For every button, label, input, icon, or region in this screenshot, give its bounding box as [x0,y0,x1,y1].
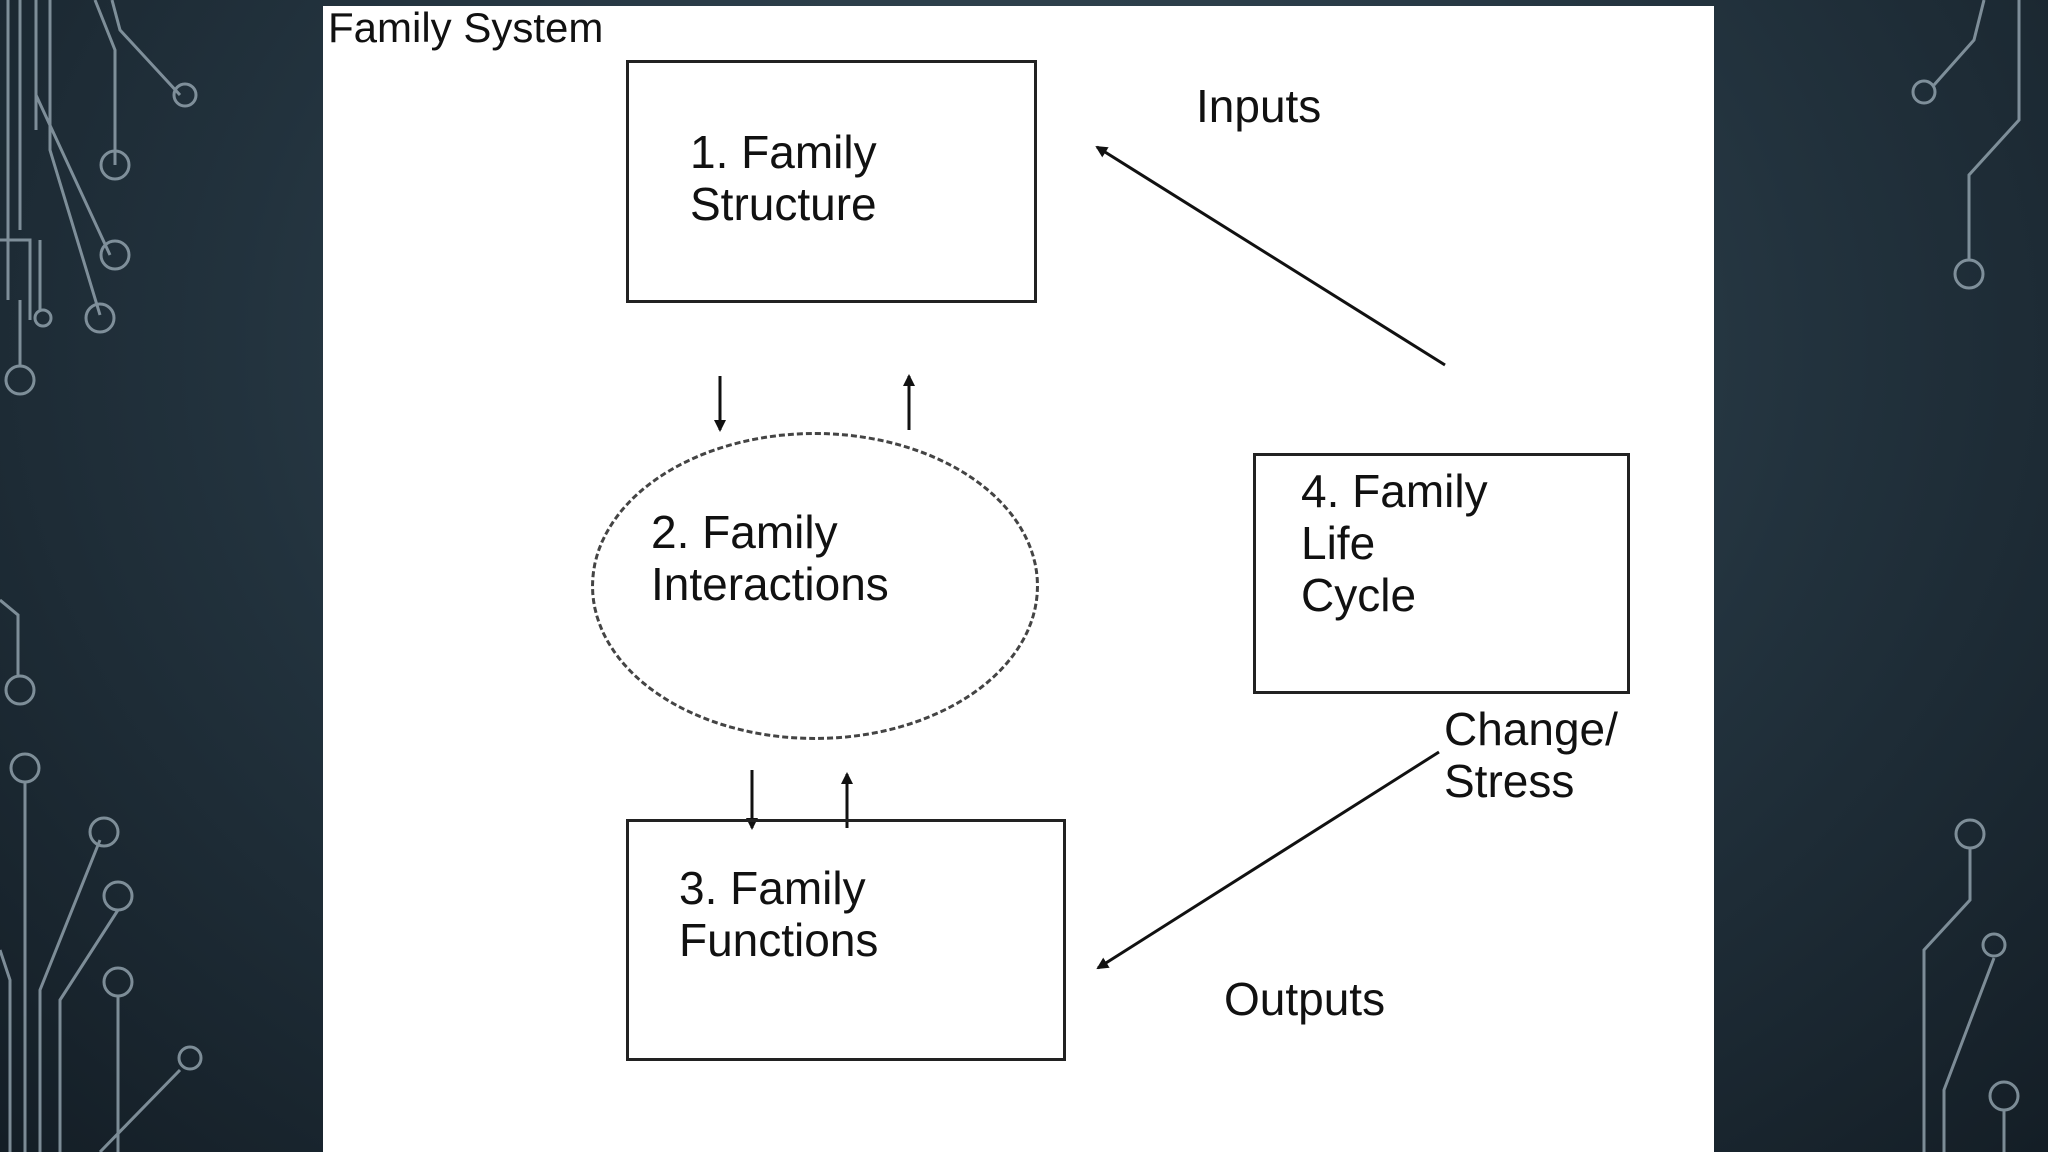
node-family-life-cycle [1253,453,1630,694]
arrow-inputs [1095,145,1446,367]
label-inputs: Inputs [1196,80,1322,132]
node-family-functions-label: 3. Family Functions [679,862,879,966]
circuit-decoration-left [0,0,203,1152]
label-outputs: Outputs [1224,973,1386,1025]
circuit-decoration-right [1911,0,2021,1152]
node-family-structure [626,60,1037,303]
node-family-structure-label: 1. Family Structure [690,126,877,230]
diagram-title: Family System [328,4,604,51]
node-family-interactions [591,432,1039,740]
arrow-outputs [1096,750,1440,970]
node-family-life-cycle-label: 4. Family Life Cycle [1301,465,1488,621]
node-family-interactions-label: 2. Family Interactions [651,506,889,610]
label-change-stress: Change/ Stress [1444,703,1618,807]
diagram-slide: Family System 1. Family Structure 2. Fam… [323,4,1714,1152]
node-family-functions [626,819,1066,1061]
